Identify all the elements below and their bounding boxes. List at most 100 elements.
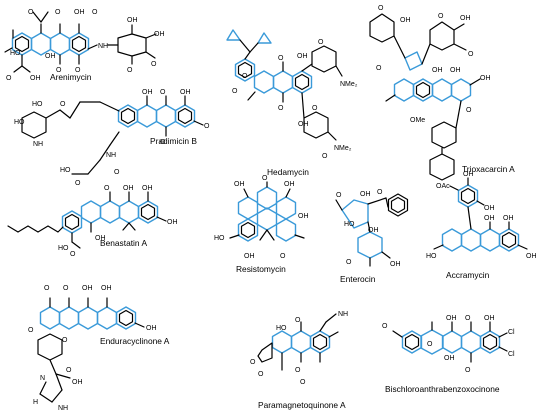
oxo-label: O: [160, 139, 166, 146]
compound-name-resistomycin: Resistomycin: [236, 264, 286, 274]
amine-label: NH: [98, 43, 108, 50]
hydroxy-label: OH: [284, 181, 295, 188]
bridge-oxygen-label: O: [427, 341, 433, 348]
oxo-label: O: [55, 9, 61, 16]
amine-label: NH: [33, 141, 43, 148]
oxo-label: O: [62, 337, 68, 344]
carbonyl-label: O: [114, 169, 120, 176]
methoxy-label: O: [63, 285, 69, 292]
oxo-label: O: [232, 88, 238, 95]
arenimycin-structure: O O OH O HO OH O O NH OH OH O O O OH Are…: [4, 9, 165, 82]
hydroxy-label: HO: [276, 325, 287, 332]
ring-oxygen-label: O: [438, 13, 444, 20]
methoxy-label: O: [204, 123, 210, 130]
paramagnetoquinone-structure: NH HO O O O O O Paramagnetoquinone A: [250, 311, 348, 410]
hydroxy-label: OH: [30, 75, 41, 82]
carbonyl-label: O: [75, 180, 81, 187]
benastatin-structure: O OH OH OH OH HO O Benastatin A: [7, 185, 178, 258]
ring-oxygen-label: O: [322, 153, 328, 160]
oxo-label: O: [28, 327, 34, 334]
compound-name-paramagnetoquinone-a: Paramagnetoquinone A: [258, 400, 346, 410]
hydroxy-label: OH: [444, 355, 455, 362]
hydroxy-label: OH: [101, 285, 112, 292]
hydroxy-label: OH: [480, 75, 491, 82]
hydroxy-label: OH: [142, 89, 153, 96]
hydroxy-label: OH: [503, 215, 514, 222]
ring-oxygen-label: O: [250, 359, 256, 366]
dimethylamino-label: NMe₂: [340, 81, 358, 88]
bischloroanthrabenzoxocinone-structure: O OH O OH Cl Cl O OH O Bischloroanthrabe…: [382, 315, 515, 394]
oxo-label: O: [92, 9, 98, 16]
ring-oxygen-label: O: [60, 101, 66, 108]
hydroxy-label: OH: [298, 213, 309, 220]
oxo-label: O: [262, 175, 268, 182]
oxo-label: O: [104, 185, 110, 192]
compound-name-bischloroanthrabenzoxocinone: Bischloroanthrabenzoxocinone: [385, 384, 500, 394]
hydroxy-label: HO: [214, 235, 225, 242]
hydroxy-label: OH: [432, 67, 443, 74]
hydroxy-label: OH: [446, 315, 457, 322]
hydroxy-label: OH: [142, 185, 153, 192]
compound-name-trioxacarcin-a: Trioxacarcin A: [462, 164, 515, 174]
hydroxy-label: OH: [400, 17, 411, 24]
hydroxy-label: OH: [123, 185, 134, 192]
oxo-label: O: [295, 317, 301, 324]
hydroxy-label: OH: [484, 205, 495, 212]
methoxy-label: O: [127, 67, 133, 74]
carbonyl-label: O: [258, 371, 264, 378]
oxo-label: O: [160, 89, 166, 96]
carbonyl-label: O: [70, 251, 76, 258]
hydroxy-label: HO: [14, 119, 25, 126]
compound-name-enterocin: Enterocin: [340, 274, 376, 284]
hydroxy-label: HO: [32, 101, 43, 108]
compound-name-pradimicin-b: Pradimicin B: [150, 136, 197, 146]
accramycin-structure: OH OH OH OH HO OH Accramycin: [426, 171, 537, 280]
hydroxy-label: OH: [297, 53, 308, 60]
hydroxy-label: OH: [180, 89, 191, 96]
oxo-label: O: [466, 107, 472, 114]
methylamine-label: NH: [338, 311, 348, 318]
hydroxy-label: OH: [390, 261, 401, 268]
hydroxy-label: OH: [484, 315, 495, 322]
hydroxy-label: OH: [484, 215, 495, 222]
enduracyclinone-structure: O O OH OH OH O O O OH N H NH Enduracycli…: [28, 285, 170, 412]
hydroxy-label: OH: [45, 53, 56, 60]
compound-name-accramycin: Accramycin: [446, 270, 490, 280]
compound-name-arenimycin: Arenimycin: [50, 72, 92, 82]
hydroxy-label: HO: [58, 245, 69, 252]
compound-name-enduracyclinone-a: Enduracyclinone A: [100, 336, 170, 346]
carbonyl-label: O: [66, 367, 72, 374]
ring-oxygen-label: O: [378, 5, 384, 12]
trioxacarcin-structure: O OH O OH O O OH OH OH O OMe OAc Trioxac…: [369, 5, 515, 190]
hydroxy-label: OH: [368, 227, 379, 234]
oxo-label: O: [278, 105, 284, 112]
methoxy-label: O: [44, 285, 50, 292]
hydroxy-label: OH: [526, 253, 537, 260]
carbonyl-label: O: [346, 259, 352, 266]
compound-name-hedamycin: Hedamycin: [267, 167, 309, 177]
hydroxy-label: OH: [463, 171, 474, 178]
chloro-label: Cl: [508, 351, 515, 358]
methoxy-label: OMe: [410, 117, 425, 124]
methoxy-label: O: [28, 9, 34, 16]
amine-label: NH: [106, 152, 116, 159]
ring-oxygen-label: O: [318, 39, 324, 46]
hydroxy-label: OH: [146, 325, 157, 332]
dimethylamino-label: NMe₂: [334, 145, 352, 152]
hydroxy-label: OH: [234, 181, 245, 188]
oxo-label: O: [295, 367, 301, 374]
ring-nitrogen-label: N: [40, 375, 45, 382]
oxo-label: O: [56, 67, 62, 74]
methoxy-label: O: [382, 323, 388, 330]
hydroxy-label: OH: [127, 17, 138, 24]
compound-name-benastatin-a: Benastatin A: [100, 238, 147, 248]
resistomycin-structure: OH O OH HO OH OH O Resistomycin: [214, 175, 309, 274]
ring-nitrogen-label: H: [33, 399, 38, 406]
hydroxy-label: OH: [74, 9, 85, 16]
carbonyl-label: O: [377, 189, 383, 196]
methoxy-label: O: [300, 379, 306, 386]
oxo-label: O: [75, 67, 81, 74]
hydroxy-label: OH: [82, 285, 93, 292]
